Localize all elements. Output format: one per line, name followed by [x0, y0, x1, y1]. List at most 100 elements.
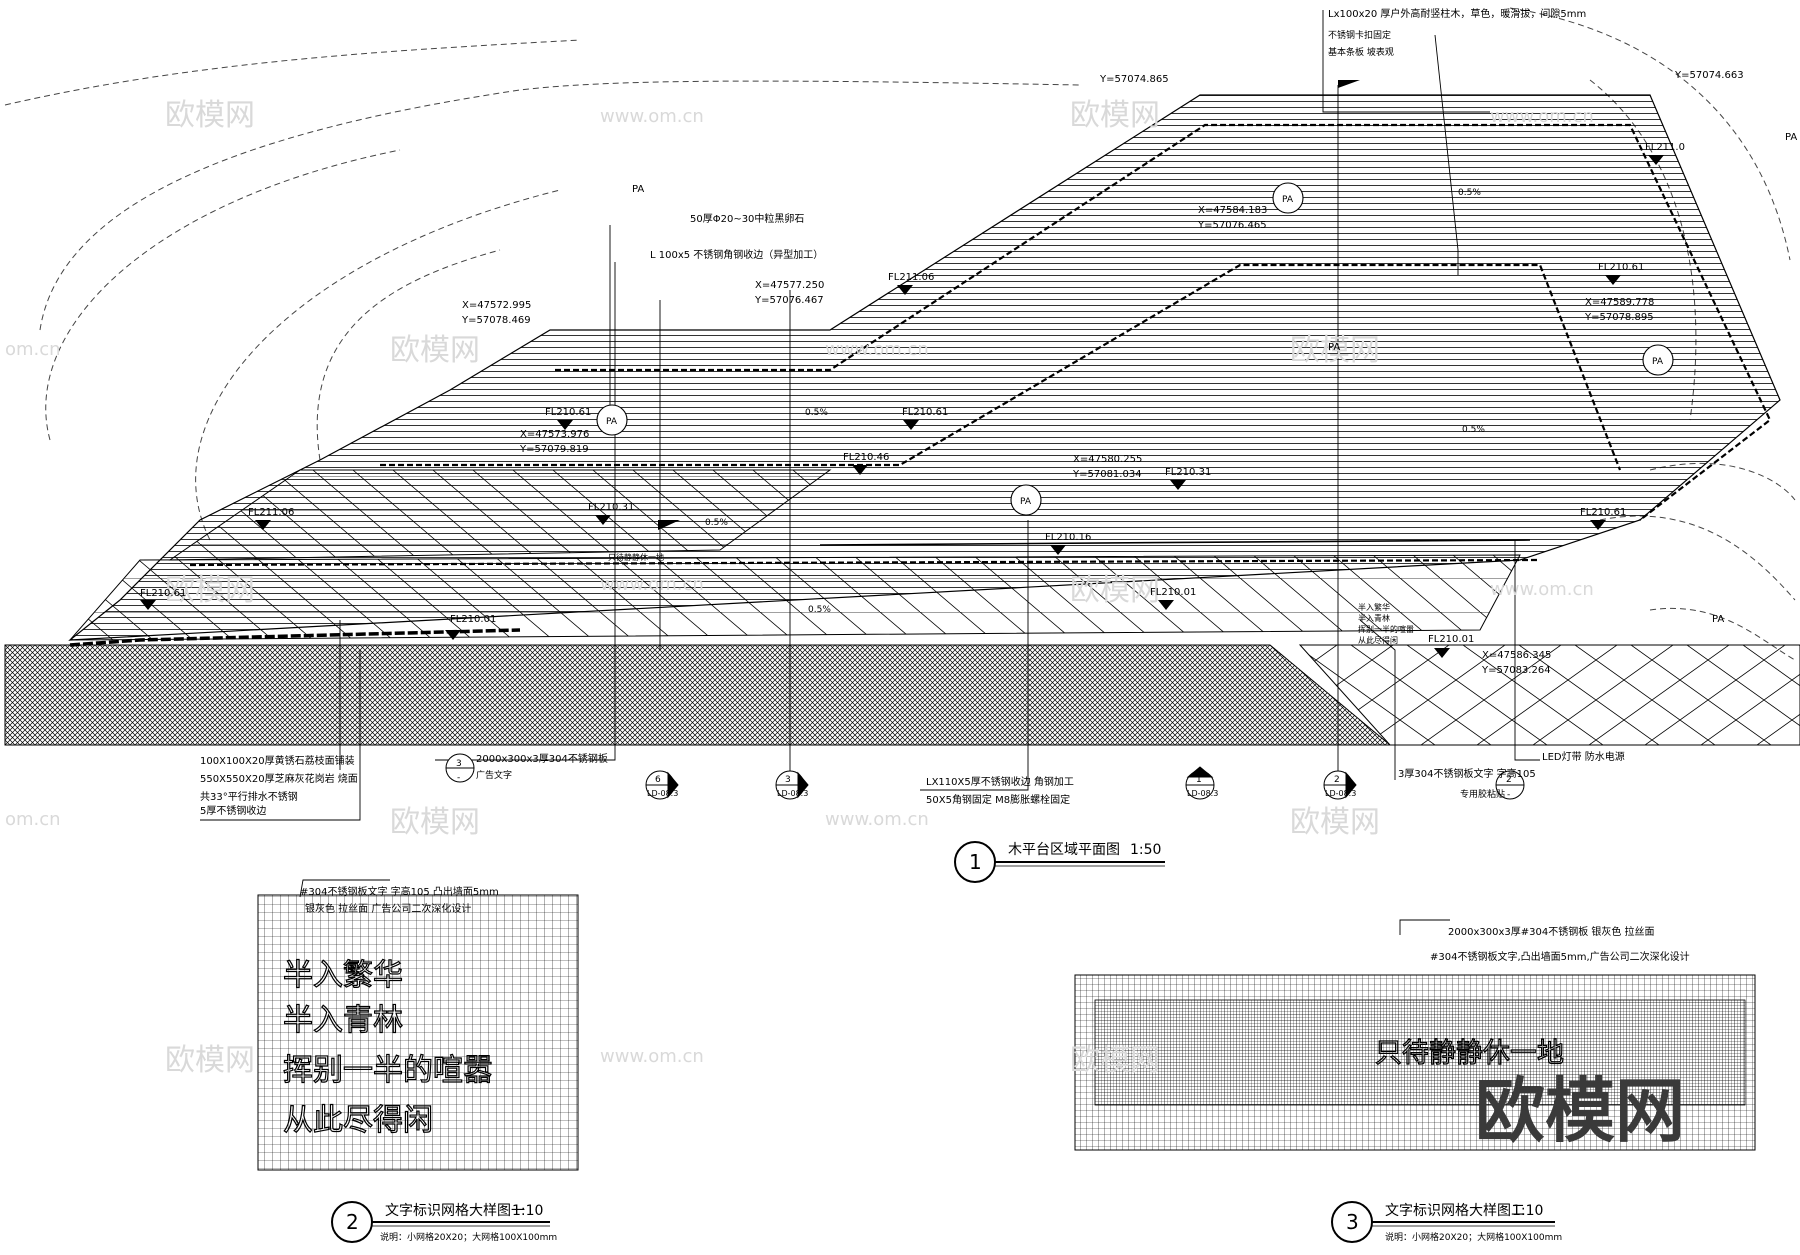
detail-3-line: 只待静静休一地 — [1375, 1038, 1564, 1069]
coord-4-y: Y=57078.895 — [1584, 312, 1654, 323]
detail-2-note: 说明：小网格20X20；大网格100X100mm — [380, 1231, 557, 1243]
coord-3-y: Y=57076.465 — [1197, 220, 1267, 231]
plan-view-scale: 1:50 — [1130, 842, 1161, 858]
coord-6-y: Y=57081.034 — [1072, 469, 1142, 480]
bl-note-2: 550X550X20厚芝麻灰花岗岩 烧面 — [200, 772, 358, 785]
axis-lines — [659, 85, 1339, 780]
detail-3-grid — [1074, 974, 1756, 1151]
slope-label: 0.5% — [705, 518, 728, 528]
watermarks: 欧模网 www.om.cn 欧模网 www.om.cn 欧模网 www.om.c… — [5, 98, 1685, 1152]
callout-3-sub: 广告文字 — [476, 769, 512, 781]
coord-3-x: X=47584.183 — [1198, 205, 1267, 216]
detail-2-scale: 1:10 — [512, 1203, 543, 1219]
coord-5-y: Y=57079.819 — [519, 444, 589, 455]
watermark-brand: 欧模网 — [1290, 805, 1380, 840]
pa-circle-3: PA — [1652, 357, 1664, 367]
detail-3-note-2: #304不锈钢板文字,凸出墙面5mm,广告公司二次深化设计 — [1430, 950, 1690, 963]
fl-210-46: FL210.46 — [843, 452, 889, 463]
watermark-url: www.om.cn — [825, 339, 929, 360]
top-note-2: 不锈钢卡扣固定 — [1328, 29, 1391, 41]
detail-3-number: 3 — [1346, 1210, 1359, 1234]
detail-3-annotations: 2000x300x3厚#304不锈钢板 银灰色 拉丝面 #304不锈钢板文字,凸… — [1374, 925, 1690, 1070]
fl-210-61-d: FL210.61 — [1580, 507, 1626, 518]
ground-paving — [4, 644, 1800, 746]
pa-circles — [596, 182, 1674, 516]
watermark-brand: 欧模网 — [165, 1043, 255, 1078]
callout-2-number: 2 — [1506, 775, 1512, 785]
bl-note-1: 100X100X20厚黄锈石荔枝面铺装 — [200, 754, 355, 767]
coord-2-y: Y=57076.467 — [754, 295, 824, 306]
plan-annotations: Lx100x20 厚户外高耐竖柱木，草色，暖滑拔，间隙5mm 不锈钢卡扣固定 基… — [140, 7, 1797, 817]
inline-text: 只待静静休一地 — [608, 552, 664, 562]
coord-4-x: X=47589.778 — [1585, 297, 1654, 308]
y-top-right: Y=57074.663 — [1674, 70, 1744, 81]
watermark-brand: 欧模网 — [390, 805, 480, 840]
wide-text-3: 挥别一半的喧嚣 — [1358, 624, 1414, 634]
flag-markers — [658, 80, 1360, 530]
top-note-1: Lx100x20 厚户外高耐竖柱木，草色，暖滑拔，间隙5mm — [1328, 7, 1586, 20]
pa-circle-2: PA — [1282, 195, 1294, 205]
slope-label: 0.5% — [1462, 425, 1485, 435]
top-note-3: 基本条板 坡表观 — [1328, 46, 1394, 58]
watermark-brand: 欧模网 — [165, 573, 255, 608]
watermark-brand: 欧模网 — [1290, 333, 1380, 368]
detail-2-note-2: 银灰色 拉丝面 广告公司二次深化设计 — [305, 902, 471, 915]
callout-2-dash: - — [1507, 790, 1510, 800]
coord-7-x: X=47586.345 — [1482, 650, 1551, 661]
detail-3-note: 说明：小网格20X20；大网格100X100mm — [1385, 1231, 1562, 1243]
title-lines — [368, 861, 1555, 1227]
watermark-big-logo: 欧模网 — [1475, 1070, 1685, 1152]
watermark-url: www.om.cn — [1490, 106, 1594, 127]
bl-note-3: 共33°平行排水不锈钢 — [200, 790, 298, 803]
slope-label: 0.5% — [805, 408, 828, 418]
fl-211-06-a: FL211.06 — [888, 272, 934, 283]
coord-1-y: Y=57078.469 — [461, 315, 531, 326]
watermark-brand: 欧模网 — [1070, 1043, 1160, 1078]
fl-210-16: FL210.16 — [1045, 532, 1091, 543]
angle-note: L 100x5 不锈钢角钢收边（异型加工） — [650, 248, 823, 261]
fl-210-61-b: FL210.61 — [545, 407, 591, 418]
sec-ref-2-sheet: LD-08.3 — [1325, 789, 1356, 798]
coord-2-x: X=47577.250 — [755, 280, 824, 291]
fl-210-31-a: FL210.31 — [1165, 467, 1211, 478]
pa-label-mid: PA — [1328, 342, 1340, 353]
watermark-brand: 欧模网 — [1070, 573, 1160, 608]
detail-2-line-3: 挥别一半的喧嚣 — [283, 1053, 493, 1088]
callout-3-dash: - — [457, 773, 460, 783]
detail-3-scale: 1:10 — [1512, 1203, 1543, 1219]
title-circles — [331, 841, 1373, 1243]
watermark-url: www.om.cn — [600, 106, 704, 127]
y-top-left: Y=57074.865 — [1099, 74, 1169, 85]
stone-note: 50厚Φ20~30中粒黑卵石 — [690, 212, 804, 225]
detail-3-note-1: 2000x300x3厚#304不锈钢板 银灰色 拉丝面 — [1448, 925, 1655, 938]
watermark-url: www.om.cn — [1490, 579, 1594, 600]
pa-far-right: PA — [1785, 132, 1797, 143]
coord-1-x: X=47572.995 — [462, 300, 531, 311]
fl-210-61-e: FL210.61 — [140, 588, 186, 599]
detail-2-line-2: 半入青林 — [283, 1003, 403, 1038]
detail-2-number: 2 — [346, 1210, 359, 1234]
fl-210-01-b: FL210.01 — [450, 614, 496, 625]
fl-210-61-c: FL210.61 — [902, 407, 948, 418]
detail-2-annotations: #304不锈钢板文字 字高105 凸出墙面5mm 银灰色 拉丝面 广告公司二次深… — [282, 885, 498, 1139]
pa-circle-4: PA — [1020, 497, 1032, 507]
wide-text-4: 从此尽得闲 — [1358, 635, 1398, 645]
coord-5-x: X=47573.976 — [520, 429, 589, 440]
coord-6-x: X=47580.255 — [1073, 454, 1142, 465]
pa-label-top: PA — [632, 184, 644, 195]
fl-210-01-a: FL210.01 — [1150, 587, 1196, 598]
wide-text-1: 半入繁华 — [1358, 602, 1390, 612]
watermark-url: www.om.cn — [825, 809, 929, 830]
pa-lower-right: PA — [1712, 614, 1724, 625]
detail-2-line-4: 从此尽得闲 — [283, 1103, 433, 1138]
elevation-triangles — [140, 155, 1664, 658]
detail-2-line-1: 半入繁华 — [283, 958, 403, 993]
fl-210-61-a: FL210.61 — [1598, 262, 1644, 273]
watermark-url: www.om.cn — [600, 574, 704, 595]
wide-text-2: 半入青林 — [1358, 613, 1390, 623]
fl-top-right: FL211.0 — [1645, 142, 1685, 153]
lx-note-2: 50X5角钢固定 M8膨胀螺栓固定 — [926, 793, 1070, 806]
slope-label: 0.5% — [808, 605, 831, 615]
section-markers — [445, 753, 1525, 800]
